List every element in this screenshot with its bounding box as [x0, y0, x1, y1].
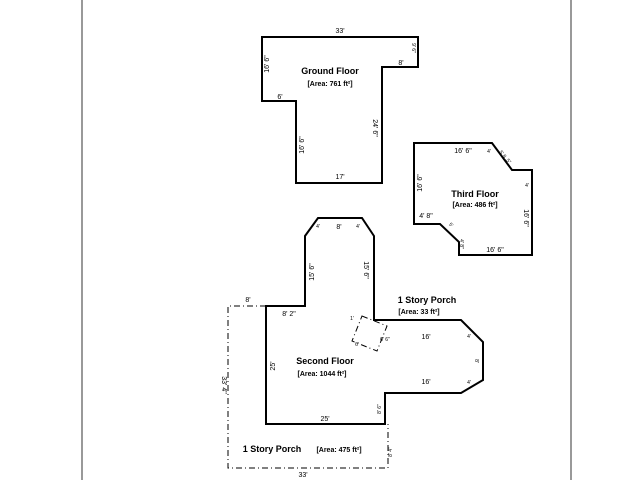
- second-floor-name: Second Floor: [296, 356, 354, 366]
- large-porch-area: [Area: 475 ft²]: [316, 447, 361, 454]
- ground-floor: Ground Floor [Area: 761 ft²] 33' 16' 6" …: [261, 28, 419, 184]
- third-dim-step-lower-left: 4' 8": [419, 213, 433, 220]
- second-dim-corner-a: 1': [350, 316, 354, 322]
- large-porch-outline: [227, 305, 389, 469]
- ground-dim-right-lower: 24' 6": [371, 119, 378, 137]
- second-dim-right-top-ext: 16': [421, 334, 430, 341]
- ground-dim-top: 33': [335, 28, 344, 35]
- large-porch-dim-right: 8' 4": [388, 447, 394, 457]
- second-dim-bay-b: 8': [473, 359, 479, 363]
- second-dim-right-bottom-ext: 16': [421, 379, 430, 386]
- ground-floor-outline: [261, 36, 419, 184]
- large-porch-name: 1 Story Porch: [243, 444, 302, 454]
- large-porch-dim-left: 33' 4": [220, 376, 227, 394]
- ground-dim-right-step: 8': [398, 60, 403, 67]
- second-dim-chamfer-right: 4': [356, 224, 360, 230]
- second-dim-right-upper: 15' 6": [362, 261, 369, 279]
- third-floor-area: [Area: 486 ft²]: [452, 202, 497, 209]
- second-dim-chamfer-left: 4': [316, 224, 320, 230]
- second-dim-corner-c: 6' 6": [380, 337, 390, 343]
- small-porch-area: [Area: 33 ft²]: [398, 309, 439, 316]
- second-dim-left-upper: 15' 6": [309, 263, 316, 281]
- third-dim-left: 16' 6": [417, 174, 424, 192]
- third-dim-bottom: 16' 6": [486, 247, 504, 254]
- ground-dim-notch: 6': [277, 94, 282, 101]
- ground-dim-left: 16' 6": [264, 55, 271, 73]
- second-dim-bay-c: 4': [467, 380, 471, 386]
- large-porch-dim-top: 8': [245, 297, 250, 304]
- large-porch: 1 Story Porch [Area: 475 ft²] 8' 33' 4" …: [220, 297, 394, 479]
- third-floor-outline: [413, 142, 533, 256]
- third-floor-name: Third Floor: [451, 189, 499, 199]
- second-dim-bay-a: 4': [467, 334, 471, 340]
- large-porch-dim-bottom: 33': [298, 472, 307, 479]
- second-dim-bottom: 25': [320, 416, 329, 423]
- third-dim-chamfer-c: 4' 8": [458, 239, 464, 249]
- small-porch-name: 1 Story Porch: [398, 295, 457, 305]
- second-dim-top: 8': [336, 224, 341, 231]
- second-dim-corner-b: 6': [355, 342, 359, 348]
- second-dim-notch: 8' 6": [377, 404, 383, 414]
- third-dim-top: 16' 6": [454, 148, 472, 155]
- second-floor-area: [Area: 1044 ft²]: [297, 371, 346, 378]
- third-floor: Third Floor [Area: 486 ft²] 16' 6" 16' 6…: [413, 142, 533, 256]
- ground-floor-area: [Area: 761 ft²]: [307, 81, 352, 88]
- ground-dim-stem-left: 16' 6": [299, 136, 306, 154]
- third-dim-chamfer-a: 4': [487, 149, 491, 155]
- second-dim-left: 25': [270, 361, 277, 370]
- ground-dim-right-upper: 9' 6": [410, 43, 416, 53]
- third-dim-step-right: 4': [525, 183, 529, 189]
- third-dim-right: 16' 6": [522, 209, 529, 227]
- third-dim-chamfer-b: 5': [447, 222, 454, 229]
- second-dim-step: 8' 2": [282, 311, 296, 318]
- small-porch: 1 Story Porch [Area: 33 ft²]: [351, 295, 457, 352]
- small-porch-outline: [351, 315, 388, 352]
- ground-dim-bottom: 17': [335, 174, 344, 181]
- ground-floor-name: Ground Floor: [301, 66, 359, 76]
